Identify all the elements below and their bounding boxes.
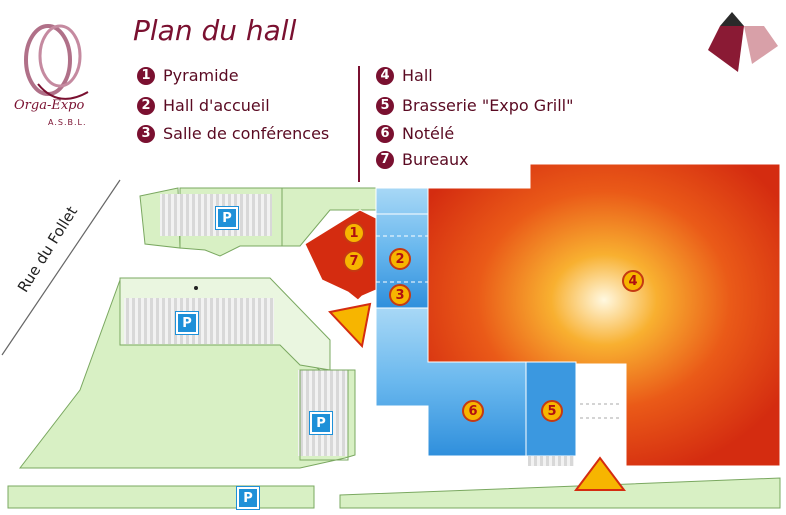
legend-item-6: 6 Notélé — [376, 124, 454, 143]
legend-divider — [358, 66, 360, 182]
marker-7: 7 — [343, 250, 365, 272]
entrance-triangle-left — [328, 302, 372, 349]
legend-item-5: 5 Brasserie "Expo Grill" — [376, 96, 573, 115]
street-line — [1, 179, 121, 356]
green-strip-bottom-right — [339, 477, 781, 509]
orga-expo-logo: Orga-Expo A.S.B.L. — [8, 14, 108, 127]
main-hall — [427, 163, 781, 467]
marker-2: 2 — [389, 248, 411, 270]
marker-4: 4 — [622, 270, 644, 292]
parking-icon: P — [216, 207, 238, 229]
brand-mark-icon — [708, 12, 780, 76]
legend-item-7: 7 Bureaux — [376, 150, 469, 169]
legend-item-1: 1 Pyramide — [137, 66, 239, 85]
legend-item-2: 2 Hall d'accueil — [137, 96, 270, 115]
marker-5: 5 — [541, 400, 563, 422]
page-title: Plan du hall — [133, 14, 297, 47]
logo-subtext: A.S.B.L. — [48, 118, 87, 127]
logo-text: Orga-Expo — [14, 98, 85, 113]
legend-item-4: 4 Hall — [376, 66, 433, 85]
parking-stripes-middle — [124, 298, 274, 344]
entrance-triangle-bottom — [574, 456, 626, 491]
parking-icon: P — [310, 412, 332, 434]
marker-1: 1 — [343, 222, 365, 244]
parking-icon: P — [237, 487, 259, 509]
marker-6: 6 — [462, 400, 484, 422]
legend-item-3: 3 Salle de conférences — [137, 124, 329, 143]
parking-icon: P — [176, 312, 198, 334]
green-strip-bottom-left — [7, 485, 315, 509]
marker-3: 3 — [389, 284, 411, 306]
